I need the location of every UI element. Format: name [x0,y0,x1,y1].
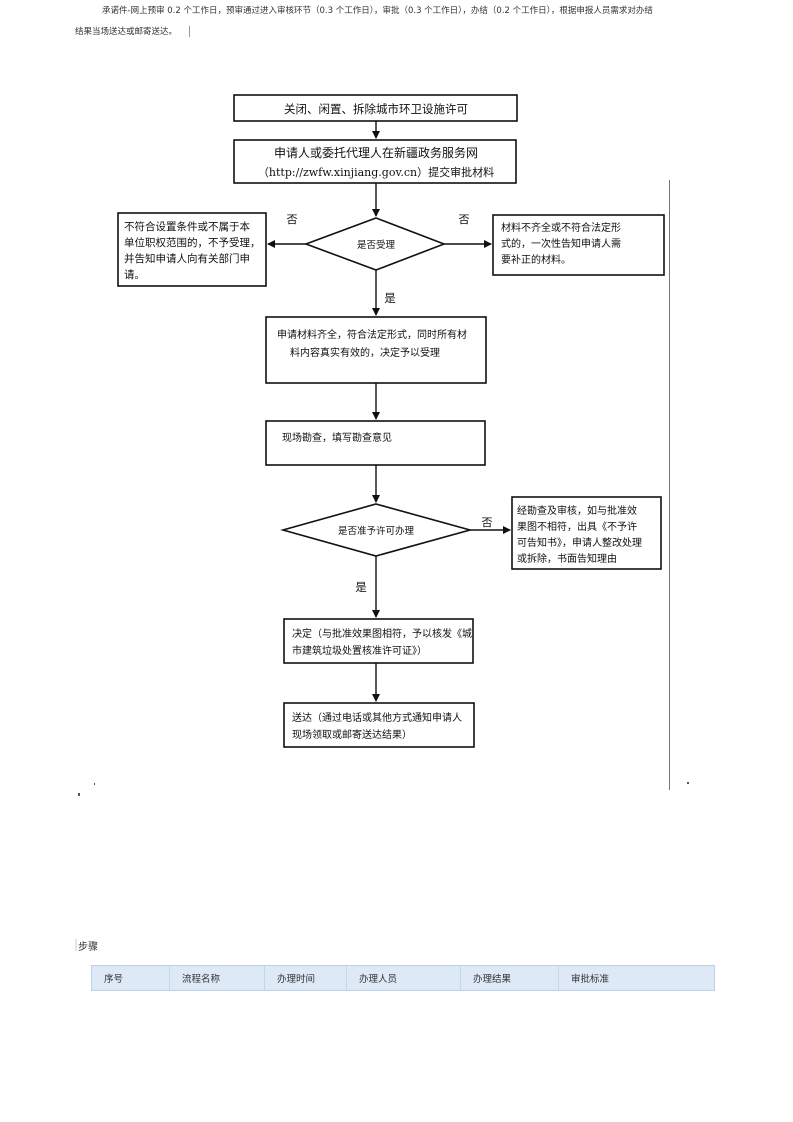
table-header-cell: 审批标准 [558,966,714,990]
table-header-cell: 序号 [104,974,124,985]
supplement-box-line1: 材料不齐全或不符合法定形 [501,221,621,234]
text-cursor-mark [189,26,190,37]
approval-flowchart: 关闭、闲置、拆除城市环卫设施许可 申请人或委托代理人在新疆政务服务网 （http… [117,94,665,748]
scan-speck [94,783,95,785]
supplement-box-line2: 式的，一次性告知申请人需 [501,237,621,250]
decision2-no-label: 否 [482,516,493,529]
accept-box-line1: 申请材料齐全，符合法定形式，同时所有材 [277,328,467,341]
reject-box-line2: 单位职权范围的，不予受理， [124,236,261,249]
submit-box [233,139,517,184]
decision1-right-label: 否 [459,213,470,226]
inspect-box-label: 现场勘查，填写勘查意见 [282,431,392,444]
decide-box-line2: 市建筑垃圾处置核准许可证》） [292,644,427,657]
supplement-box-line3: 要补正的材料。 [501,253,571,266]
reject-box [117,212,267,287]
deny-box-line2: 果图不相符，出具《不予许 [517,520,637,533]
submit-box-line2: （http://zwfw.xinjiang.gov.cn）提交审批材料 [258,165,494,179]
reject-box-line3: 并告知申请人向有关部门申 [124,252,250,265]
decide-box [283,618,474,664]
scan-speck [78,793,80,796]
decision1-yes-label: 是 [384,291,396,305]
steps-table-header: 序号 流程名称 办理时间 办理人员 办理结果 审批标准 [91,965,715,991]
reject-box-line4: 请。 [124,268,145,281]
flow-arrows [267,121,511,702]
deliver-box-line2: 现场领取或邮寄送达结果） [292,728,412,741]
intro-line-2: 结果当场送达或邮寄送达。 [75,27,178,37]
deliver-box-line1: 送达（通过电话或其他方式通知申请人 [292,711,462,724]
submit-box-line1: 申请人或委托代理人在新疆政务服务网 [274,145,478,160]
deny-box-line3: 可告知书》，申请人整改处理 [517,536,642,549]
table-header-cell: 流程名称 [169,966,264,990]
deny-box-line1: 经勘查及审核，如与批准效 [517,504,637,517]
table-header-cell: 办理人员 [346,966,460,990]
decision2-label: 是否准予许可办理 [338,525,415,537]
decision2-yes-label: 是 [355,580,367,594]
table-header-cell: 办理时间 [264,966,346,990]
deny-box [511,496,662,570]
accept-box-line2: 料内容真实有效的，决定予以受理 [290,346,440,359]
steps-section-label: 步骤 [75,938,98,953]
scan-edge-line [669,180,670,790]
decision1-label: 是否受理 [357,239,396,251]
title-box-label: 关闭、闲置、拆除城市环卫设施许可 [284,102,468,116]
reject-box-line1: 不符合设置条件或不属于本 [124,220,250,233]
decision1-left-label: 否 [287,213,298,226]
scan-speck [687,782,689,784]
deny-box-line4: 或拆除，书面告知理由 [517,552,617,565]
decide-box-line1: 决定（与批准效果图相符，予以核发《城 [292,627,472,640]
supplement-box [492,214,665,276]
table-header-cell: 办理结果 [460,966,558,990]
deliver-box [283,702,475,748]
intro-line-1: 承诺件-网上预审 0.2 个工作日，预审通过进入审核环节（0.3 个工作日），审… [102,6,653,16]
